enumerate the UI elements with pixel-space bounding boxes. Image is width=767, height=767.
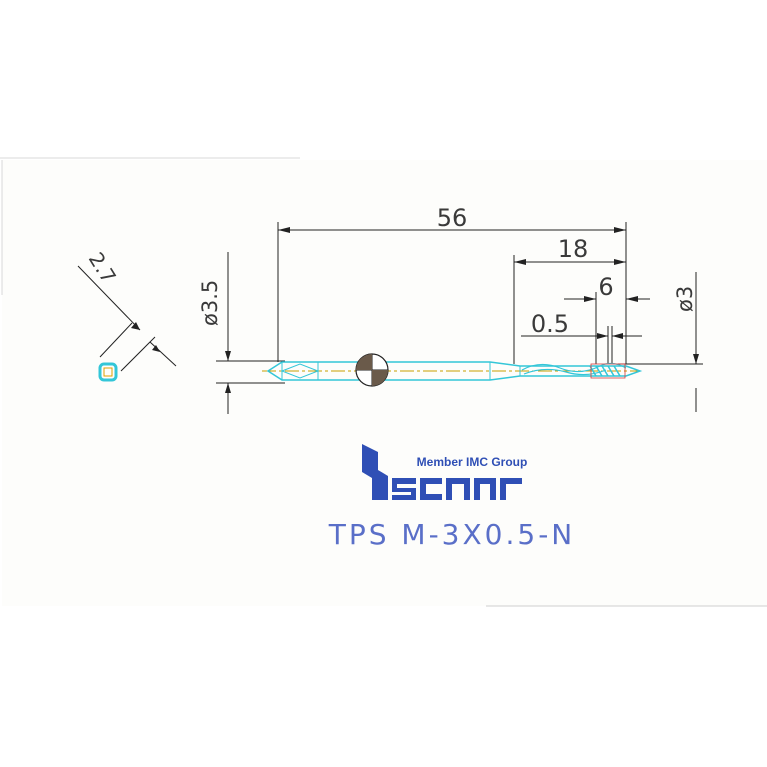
thread-length-dimension	[513, 255, 626, 364]
thread-length-label: 18	[558, 235, 589, 263]
square-end-view	[77, 265, 177, 382]
pitch-label: 0.5	[531, 310, 569, 338]
logo-tagline: Member IMC Group	[417, 455, 528, 469]
chamfer-label: 6	[598, 273, 613, 301]
overall-length-label: 56	[437, 204, 468, 232]
chamfer-dimension	[564, 292, 650, 364]
thread-diameter-dimension	[618, 272, 703, 412]
pitch-dimension	[521, 326, 642, 364]
square-profile	[98, 362, 118, 382]
tap-side-view	[262, 353, 643, 387]
iscar-logo: Member IMC Group	[362, 444, 527, 500]
part-number: TPS M-3X0.5-N	[328, 518, 576, 551]
thread-diameter-label: ø3	[673, 286, 697, 312]
overall-length-dimension	[277, 222, 627, 364]
drawing-area	[2, 160, 767, 606]
shank-diameter-dimension	[216, 252, 285, 414]
shank-diameter-label: ø3.5	[198, 280, 222, 326]
